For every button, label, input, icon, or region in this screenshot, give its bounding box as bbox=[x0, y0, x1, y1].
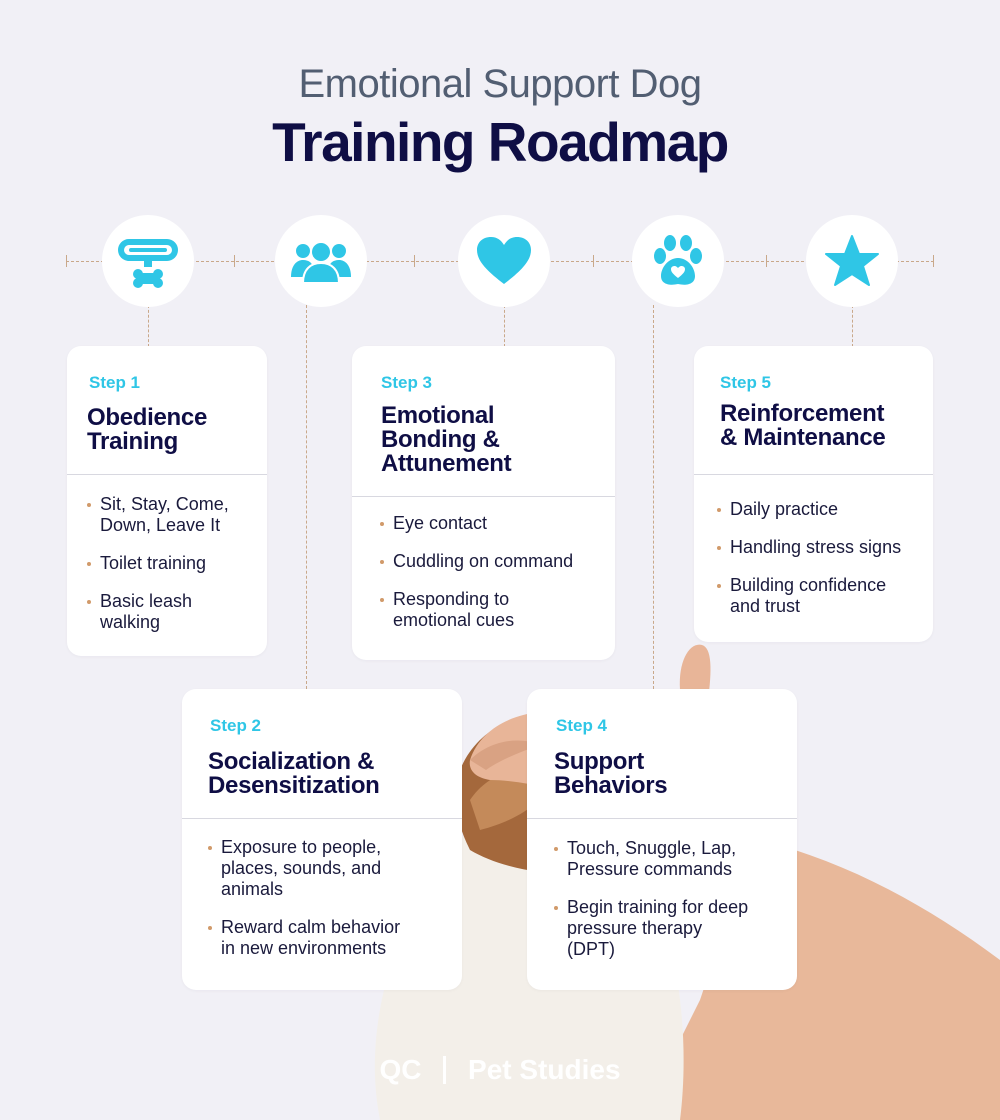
connector-line bbox=[306, 305, 307, 689]
people-icon bbox=[275, 215, 367, 307]
step-title-line: Emotional bbox=[381, 402, 495, 429]
step-title-line: Obedience bbox=[87, 404, 208, 431]
step-title: Support Behaviors bbox=[554, 750, 785, 798]
step-title-line: Desensitization bbox=[208, 772, 380, 799]
step-items: Eye contact Cuddling on command Respondi… bbox=[380, 513, 603, 648]
timeline-tick bbox=[414, 255, 415, 267]
card-divider bbox=[352, 496, 615, 497]
step-label: Step 4 bbox=[556, 716, 608, 735]
card-divider bbox=[527, 818, 797, 819]
list-item: Cuddling on command bbox=[380, 551, 603, 572]
step-1-card: Step 1 Obedience Training Sit, Stay, Com… bbox=[67, 346, 267, 656]
step-5-card: Step 5 Reinforcement & Maintenance Daily… bbox=[694, 346, 933, 642]
timeline-tick bbox=[593, 255, 594, 267]
step-title-line: Behaviors bbox=[554, 772, 668, 799]
brand-divider bbox=[443, 1055, 447, 1084]
timeline-tick bbox=[234, 255, 235, 267]
page-subtitle: Emotional Support Dog bbox=[298, 62, 702, 106]
collar-icon bbox=[102, 215, 194, 307]
step-items: Touch, Snuggle, Lap,Pressure commands Be… bbox=[554, 838, 785, 977]
timeline-tick bbox=[933, 255, 934, 267]
connector-line bbox=[852, 305, 853, 347]
list-item: Daily practice bbox=[717, 499, 921, 520]
paw-icon bbox=[632, 215, 724, 307]
step-2-card: Step 2 Socialization & Desensitization E… bbox=[182, 689, 462, 990]
step-title-line: Reinforcement bbox=[720, 400, 885, 427]
list-item: Handling stress signs bbox=[717, 537, 921, 558]
step-title-line: Socialization & bbox=[208, 748, 375, 775]
list-item: Eye contact bbox=[380, 513, 603, 534]
brand-name: Pet Studies bbox=[468, 1053, 621, 1085]
step-title: Emotional Bonding & Attunement bbox=[381, 404, 603, 476]
step-label: Step 5 bbox=[720, 373, 772, 392]
step-4-card: Step 4 Support Behaviors Touch, Snuggle,… bbox=[527, 689, 797, 990]
step-title: Socialization & Desensitization bbox=[208, 750, 450, 798]
step-title-line: Bonding & bbox=[381, 426, 500, 453]
card-divider bbox=[67, 474, 267, 475]
step-title-line: Training bbox=[87, 428, 178, 455]
step-title: Obedience Training bbox=[87, 406, 255, 454]
timeline-tick bbox=[766, 255, 767, 267]
step-items: Sit, Stay, Come,Down, Leave It Toilet tr… bbox=[87, 494, 255, 650]
card-divider bbox=[694, 474, 933, 475]
card-divider bbox=[182, 818, 462, 819]
connector-line bbox=[504, 305, 505, 347]
step-3-card: Step 3 Emotional Bonding & Attunement Ey… bbox=[352, 346, 615, 660]
star-icon bbox=[806, 215, 898, 307]
step-title-line: Attunement bbox=[381, 450, 512, 477]
step-label: Step 2 bbox=[210, 716, 262, 735]
timeline-tick bbox=[66, 255, 67, 267]
step-title-line: Support bbox=[554, 748, 644, 775]
connector-line bbox=[148, 305, 149, 347]
step-title-line: & Maintenance bbox=[720, 424, 886, 451]
step-items: Daily practice Handling stress signs Bui… bbox=[717, 499, 921, 634]
list-item: Toilet training bbox=[87, 553, 255, 574]
page-title: Training Roadmap bbox=[272, 111, 729, 173]
step-title: Reinforcement & Maintenance bbox=[720, 402, 921, 450]
heart-icon bbox=[458, 215, 550, 307]
step-label: Step 1 bbox=[89, 373, 141, 392]
connector-line bbox=[653, 305, 654, 689]
list-item: Sit, Stay, Come,Down, Leave It bbox=[87, 494, 255, 536]
step-label: Step 3 bbox=[381, 373, 433, 392]
list-item: Touch, Snuggle, Lap,Pressure commands bbox=[554, 838, 785, 880]
brand-logo: QC Pet Studies bbox=[0, 1052, 1000, 1086]
brand-logo-mark: QC bbox=[379, 1053, 422, 1085]
